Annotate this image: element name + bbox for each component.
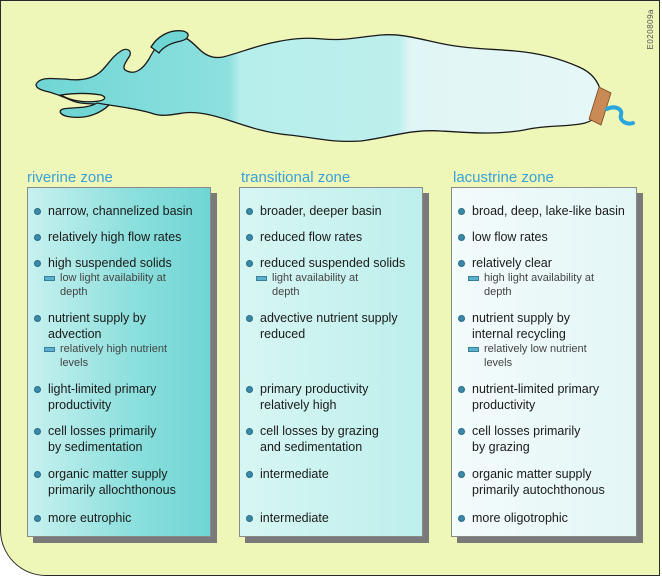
bullet-icon <box>34 515 41 522</box>
bullet-icon <box>246 428 253 435</box>
lacustrine-productivity-line1: nutrient-limited primary <box>472 382 600 396</box>
lacustrine-nutrient-line1: nutrient supply by <box>472 311 570 325</box>
transitional-cell-losses-line1: cell losses by grazing <box>260 424 379 438</box>
transitional-solids-sub-line2: depth <box>272 286 300 298</box>
bullet-icon <box>246 234 253 241</box>
transitional-organic: intermediate <box>260 467 329 481</box>
lacustrine-nutrient-sub-line1: relatively low nutrient <box>484 343 587 355</box>
reservoir-body <box>35 34 604 143</box>
outflow-stream-icon <box>605 105 635 126</box>
riverine-productivity-line1: light-limited primary <box>48 382 157 396</box>
sub-dash-icon <box>44 347 55 352</box>
lacustrine-cell-losses-line2: by grazing <box>472 440 530 454</box>
riverine-productivity-line2: productivity <box>48 398 112 412</box>
bullet-icon <box>246 471 253 478</box>
transitional-trophic: intermediate <box>260 511 329 525</box>
transitional-solids: reduced suspended solids <box>260 256 406 270</box>
bullet-icon <box>458 515 465 522</box>
lacustrine-organic-line2: primarily autochthonous <box>472 483 605 497</box>
sub-dash-icon <box>44 276 55 281</box>
lacustrine-organic-line1: organic matter supply <box>472 467 592 481</box>
lacustrine-productivity-line2: productivity <box>472 398 536 412</box>
riverine-zone-box: narrow, channelized basin relatively hig… <box>27 187 217 543</box>
riverine-solids-sub-line2: depth <box>60 286 88 298</box>
bullet-icon <box>34 260 41 267</box>
riverine-flow: relatively high flow rates <box>48 230 182 244</box>
lacustrine-nutrient-sub-line2: levels <box>484 357 513 369</box>
lacustrine-flow: low flow rates <box>472 230 548 244</box>
riverine-basin: narrow, channelized basin <box>48 204 193 218</box>
lacustrine-nutrient-line2: internal recycling <box>472 327 566 341</box>
bullet-icon <box>34 315 41 322</box>
sub-dash-icon <box>468 276 479 281</box>
transitional-basin: broader, deeper basin <box>260 204 382 218</box>
riverine-cell-losses-line2: by sedimentation <box>48 440 143 454</box>
bullet-icon <box>458 315 465 322</box>
bullet-icon <box>34 208 41 215</box>
reservoir-map <box>35 30 635 143</box>
lacustrine-clarity-sub-line2: depth <box>484 286 512 298</box>
transitional-flow: reduced flow rates <box>260 230 363 244</box>
riverine-nutrient-sub-line2: levels <box>60 357 89 369</box>
bullet-icon <box>34 428 41 435</box>
transitional-zone-title: transitional zone <box>241 169 351 186</box>
bullet-icon <box>246 515 253 522</box>
transitional-nutrient-line1: advective nutrient supply <box>260 311 398 325</box>
transitional-cell-losses-line2: and sedimentation <box>260 440 363 454</box>
lacustrine-trophic: more oligotrophic <box>472 511 568 525</box>
upstream-arm <box>59 102 111 119</box>
sub-dash-icon <box>468 347 479 352</box>
riverine-trophic: more eutrophic <box>48 511 132 525</box>
transitional-zone-panel: broader, deeper basin reduced flow rates… <box>239 187 423 537</box>
transitional-solids-sub-line1: light availability at <box>272 272 359 284</box>
riverine-nutrient-line1: nutrient supply by <box>48 311 146 325</box>
bullet-icon <box>246 208 253 215</box>
transitional-productivity-line2: relatively high <box>260 398 337 412</box>
riverine-organic-line1: organic matter supply <box>48 467 168 481</box>
transitional-nutrient-line2: reduced <box>260 327 306 341</box>
riverine-organic-line2: primarily allochthonous <box>48 483 176 497</box>
bullet-icon <box>246 315 253 322</box>
bullet-icon <box>458 260 465 267</box>
riverine-nutrient-sub-line1: relatively high nutrient <box>60 343 168 355</box>
riverine-solids: high suspended solids <box>48 256 172 270</box>
lacustrine-cell-losses-line1: cell losses primarily <box>472 424 581 438</box>
bullet-icon <box>458 428 465 435</box>
riverine-solids-sub-line1: low light availability at <box>60 272 166 284</box>
bullet-icon <box>246 386 253 393</box>
upper-tributary <box>150 30 189 54</box>
sub-dash-icon <box>256 276 267 281</box>
lacustrine-clarity-sub-line1: high light availability at <box>484 272 595 284</box>
lacustrine-basin: broad, deep, lake-like basin <box>472 204 625 218</box>
lacustrine-zone-title: lacustrine zone <box>453 169 554 186</box>
riverine-zone-panel: narrow, channelized basin relatively hig… <box>27 187 211 537</box>
bullet-icon <box>458 234 465 241</box>
transitional-zone-box: broader, deeper basin reduced flow rates… <box>239 187 429 543</box>
bullet-icon <box>34 471 41 478</box>
lacustrine-zone-box: broad, deep, lake-like basin low flow ra… <box>451 187 643 543</box>
riverine-nutrient-line2: advection <box>48 327 102 341</box>
riverine-cell-losses-line1: cell losses primarily <box>48 424 157 438</box>
lacustrine-clarity: relatively clear <box>472 256 552 270</box>
bullet-icon <box>458 471 465 478</box>
dam-icon <box>588 86 612 126</box>
bullet-icon <box>458 386 465 393</box>
transitional-productivity-line1: primary productivity <box>260 382 369 396</box>
bullet-icon <box>246 260 253 267</box>
lacustrine-zone-panel: broad, deep, lake-like basin low flow ra… <box>451 187 637 537</box>
bullet-icon <box>34 386 41 393</box>
riverine-zone-title: riverine zone <box>27 169 113 186</box>
bullet-icon <box>458 208 465 215</box>
bullet-icon <box>34 234 41 241</box>
